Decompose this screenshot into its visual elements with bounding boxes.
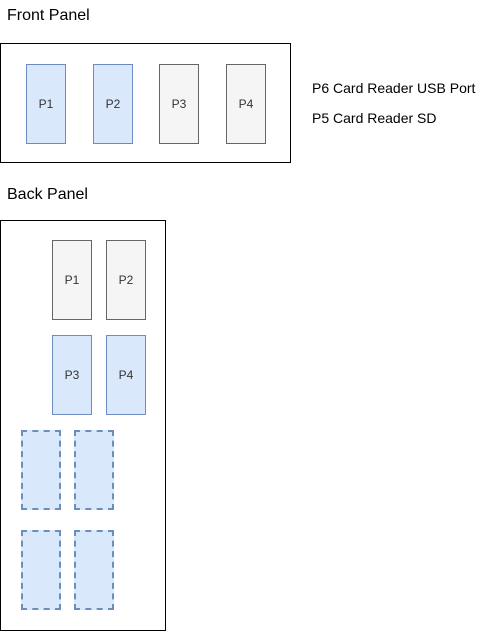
front-note-card-reader-usb: P6 Card Reader USB Port [312,80,476,96]
back-port-p3: P3 [52,335,92,415]
back-placeholder-slot [21,530,61,610]
back-placeholder-slot [21,430,61,510]
front-panel: P1 P2 P3 P4 [0,43,291,163]
back-port-p4: P4 [106,335,146,415]
back-port-p2: P2 [106,240,146,320]
back-placeholder-slot [74,530,114,610]
back-panel: P1 P2 P3 P4 [0,220,166,631]
front-panel-title: Front Panel [7,7,90,24]
front-port-p2: P2 [93,64,133,144]
front-port-p1: P1 [26,64,66,144]
back-port-p1: P1 [52,240,92,320]
back-placeholder-slot [74,430,114,510]
front-note-card-reader-sd: P5 Card Reader SD [312,110,437,126]
front-port-p3: P3 [159,64,199,144]
back-panel-title: Back Panel [7,186,88,203]
front-port-p4: P4 [226,64,266,144]
